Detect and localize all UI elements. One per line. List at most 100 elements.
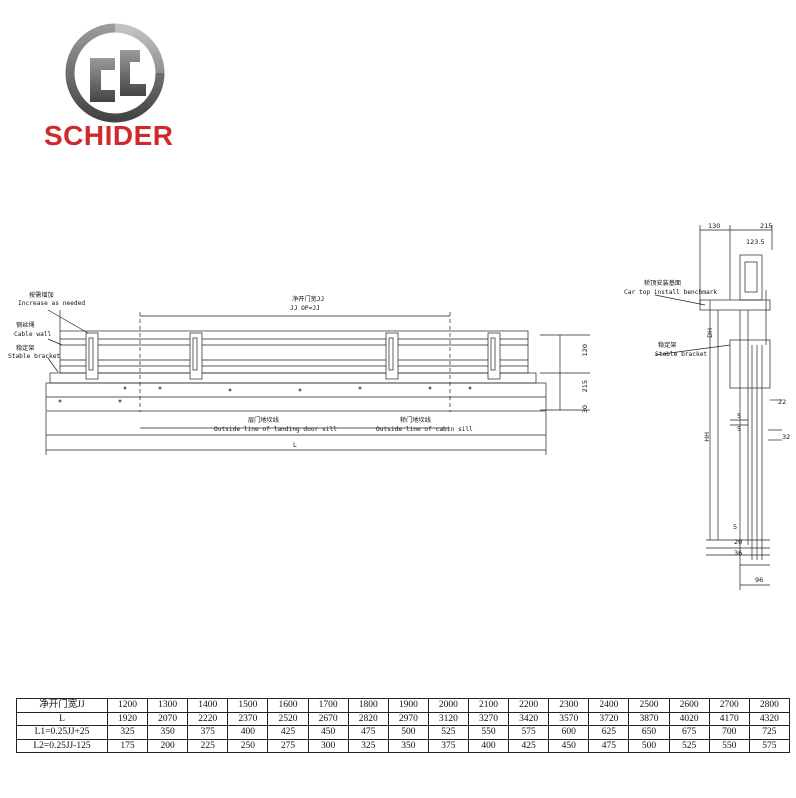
cabin-sill-label-en: Outside line of cabin sill (376, 426, 473, 433)
table-cell: 400 (467, 738, 510, 753)
table-cell: 350 (387, 738, 429, 753)
table-cell: 3420 (508, 711, 550, 726)
table-cell: 2600 (668, 698, 710, 713)
dim-123-5: 123.5 (746, 238, 765, 246)
table-cell: 725 (748, 725, 791, 740)
spec-table: 净开门宽JJ 1200 1300 1400 1500 1600 1700 180… (16, 698, 791, 753)
table-row: 净开门宽JJ 1200 1300 1400 1500 1600 1700 180… (16, 698, 791, 713)
table-cell: 525 (668, 738, 710, 753)
table-cell: 2000 (427, 698, 469, 713)
table-cell: 375 (187, 725, 229, 740)
table-cell: 1300 (147, 698, 189, 713)
table-cell: 2520 (267, 711, 309, 726)
dim-32: 32 (782, 433, 791, 441)
table-cell: 575 (748, 738, 791, 753)
dim-5c: 5 (733, 523, 738, 531)
side-stable-label-en: Stable bracket (655, 351, 708, 358)
cabin-sill-label-cn: 轿门地坎线 (400, 417, 431, 424)
table-cell: 400 (227, 725, 269, 740)
table-cell: 2820 (347, 711, 389, 726)
table-row: L 1920 2070 2220 2370 2520 2670 2820 297… (16, 711, 791, 726)
brand-name: SCHIDER (44, 120, 174, 151)
table-cell: 500 (387, 725, 429, 740)
table-cell: 1900 (387, 698, 429, 713)
table-cell: 2220 (187, 711, 229, 726)
table-cell: 375 (427, 738, 469, 753)
dim-HH: HH (703, 432, 711, 442)
table-cell: 275 (267, 738, 309, 753)
row-label: L2=0.25JJ-125 (16, 738, 108, 753)
table-cell: 250 (227, 738, 269, 753)
table-cell: 450 (307, 725, 349, 740)
row-label: L (16, 711, 108, 726)
side-stable-label-cn: 稳定架 (658, 342, 677, 349)
dim-5b: 5 (737, 425, 742, 433)
table-cell: 575 (508, 725, 550, 740)
table-row: L2=0.25JJ-125 175 200 225 250 275 300 32… (16, 738, 791, 753)
landing-sill-label-en: Outside line of landing door sill (214, 426, 337, 433)
row-label: L1=0.25JJ+25 (16, 725, 108, 740)
car-top-label-en: Car top install benchmark (624, 289, 718, 296)
table-cell: 2700 (708, 698, 750, 713)
dim-22: 22 (778, 398, 787, 406)
table-cell: 475 (347, 725, 389, 740)
table-cell: 650 (628, 725, 670, 740)
table-cell: 350 (147, 725, 189, 740)
table-cell: 550 (708, 738, 750, 753)
dim-30: 30 (581, 405, 589, 414)
table-cell: 2070 (147, 711, 189, 726)
brand-logo-icon (65, 23, 165, 123)
table-cell: 4320 (748, 711, 791, 726)
table-cell: 2970 (387, 711, 429, 726)
table-cell: 2100 (467, 698, 510, 713)
table-cell: 175 (106, 738, 149, 753)
dim-215-side: 215 (760, 222, 773, 230)
table-cell: 3120 (427, 711, 469, 726)
table-cell: 2500 (628, 698, 670, 713)
table-cell: 675 (668, 725, 710, 740)
table-cell: 475 (588, 738, 630, 753)
table-cell: 325 (347, 738, 389, 753)
table-cell: 1800 (347, 698, 389, 713)
table-cell: 3270 (467, 711, 510, 726)
dim-96: 96 (755, 576, 764, 584)
landing-sill-label-cn: 层门地坎线 (248, 417, 279, 424)
table-cell: 425 (508, 738, 550, 753)
table-cell: 425 (267, 725, 309, 740)
table-cell: 1700 (307, 698, 349, 713)
table-cell: 1500 (227, 698, 269, 713)
stable-label-en: Stable bracket (8, 353, 61, 360)
cable-label-en: Cable wall (14, 331, 52, 338)
dim-DH: DH (706, 328, 714, 338)
table-cell: 1400 (187, 698, 229, 713)
stable-label-cn: 稳定架 (16, 345, 35, 352)
cable-label-cn: 钢丝绳 (16, 322, 35, 329)
dim-36: 36 (734, 549, 743, 557)
increase-label-cn: 按需增加 (29, 292, 54, 299)
table-cell: 1200 (106, 698, 149, 713)
table-cell: 3870 (628, 711, 670, 726)
row-label: 净开门宽JJ (16, 698, 108, 713)
table-cell: 4170 (708, 711, 750, 726)
table-cell: 225 (187, 738, 229, 753)
table-cell: 2300 (548, 698, 590, 713)
car-top-label-cn: 轿顶安装基面 (644, 280, 682, 287)
dim-20: 20 (734, 538, 743, 546)
table-cell: 2370 (227, 711, 269, 726)
dim-L: L (293, 441, 297, 449)
table-cell: 2670 (307, 711, 349, 726)
table-cell: 1920 (106, 711, 149, 726)
table-cell: 700 (708, 725, 750, 740)
table-cell: 2400 (588, 698, 630, 713)
table-cell: 3720 (588, 711, 630, 726)
table-cell: 2800 (748, 698, 791, 713)
table-cell: 300 (307, 738, 349, 753)
table-cell: 550 (467, 725, 510, 740)
table-cell: 2200 (508, 698, 550, 713)
jj-label-en: JJ OP=JJ (290, 305, 320, 312)
dim-215: 215 (581, 380, 589, 393)
table-cell: 200 (147, 738, 189, 753)
technical-drawing (45, 225, 782, 590)
table-cell: 3570 (548, 711, 590, 726)
table-row: L1=0.25JJ+25 325 350 375 400 425 450 475… (16, 725, 791, 740)
